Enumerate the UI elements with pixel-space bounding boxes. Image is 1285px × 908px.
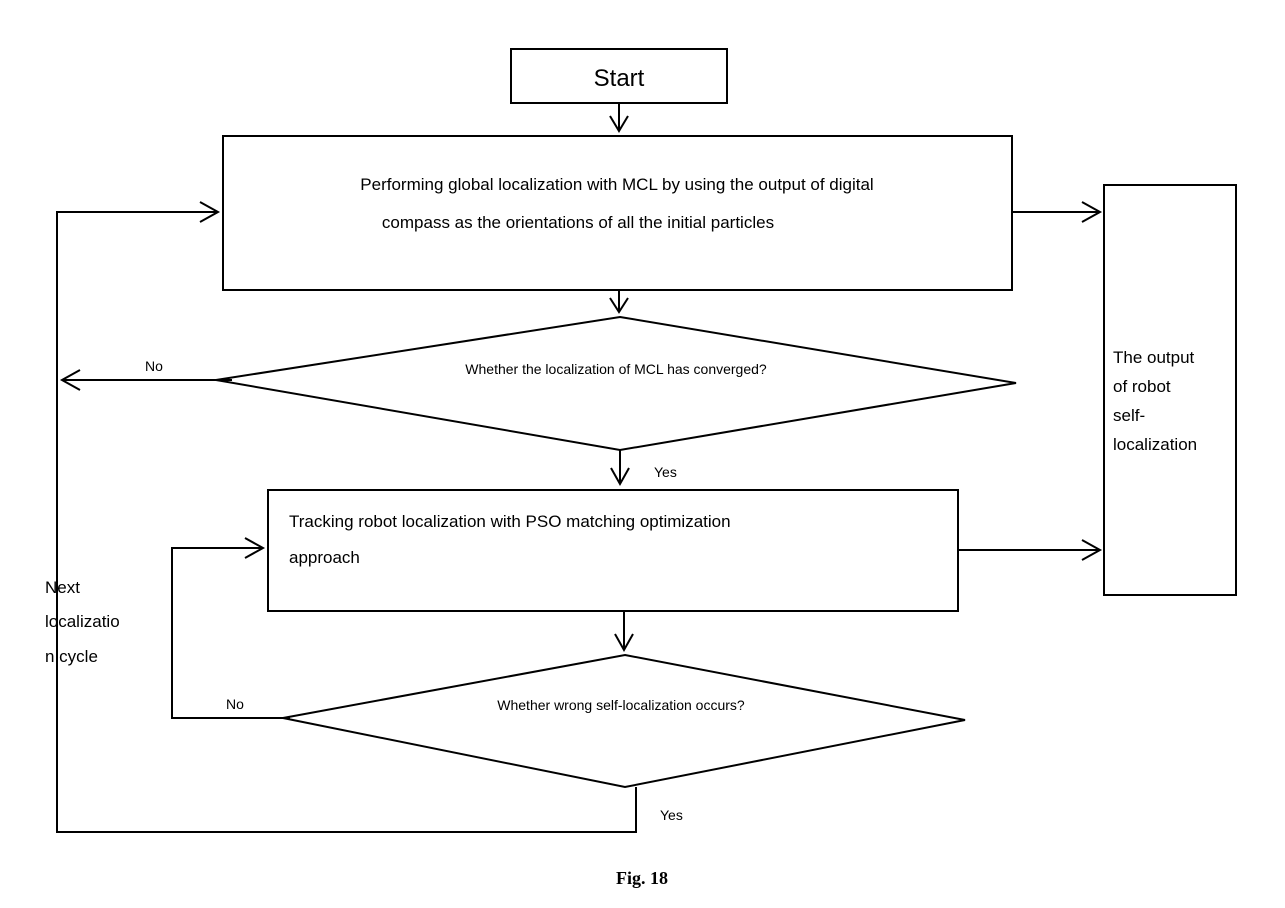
output-line-1: The output [1113, 348, 1195, 367]
loop-next-cycle [56, 201, 637, 833]
tracking-line-1: Tracking robot localization with PSO mat… [289, 512, 731, 531]
wrong-no-label: No [226, 696, 244, 712]
next-cycle-line-3: n cycle [45, 647, 98, 666]
start-label: Start [594, 65, 645, 92]
loop-wrong-no [171, 537, 290, 719]
arrow-tracking-to-output [958, 539, 1103, 561]
tracking-line-2: approach [289, 548, 360, 567]
global-localization-line-1: Performing global localization with MCL … [360, 175, 873, 194]
arrow-converged-yes [610, 450, 630, 487]
figure-caption: Fig. 18 [616, 868, 668, 888]
arrow-start-to-global [609, 103, 629, 133]
global-localization-line-2: compass as the orientations of all the i… [382, 213, 774, 232]
converged-decision [215, 315, 1017, 452]
tracking-box [267, 489, 959, 612]
converged-yes-label: Yes [654, 464, 677, 480]
output-box [1103, 184, 1237, 596]
output-line-2: of robot [1113, 377, 1171, 396]
output-line-3: self- [1113, 406, 1145, 425]
arrow-global-to-converged [609, 290, 629, 314]
converged-no-label: No [145, 358, 163, 374]
arrow-tracking-to-wrong [614, 611, 634, 653]
arrow-converged-no [59, 369, 232, 391]
converged-question: Whether the localization of MCL has conv… [465, 361, 767, 377]
next-cycle-line-1: Next [45, 578, 80, 597]
output-line-4: localization [1113, 435, 1197, 454]
wrong-yes-label: Yes [660, 807, 683, 823]
wrong-question: Whether wrong self-localization occurs? [497, 697, 745, 713]
arrow-global-to-output [1012, 201, 1103, 223]
next-cycle-line-2: localizatio [45, 612, 120, 631]
wrong-decision [282, 653, 966, 789]
